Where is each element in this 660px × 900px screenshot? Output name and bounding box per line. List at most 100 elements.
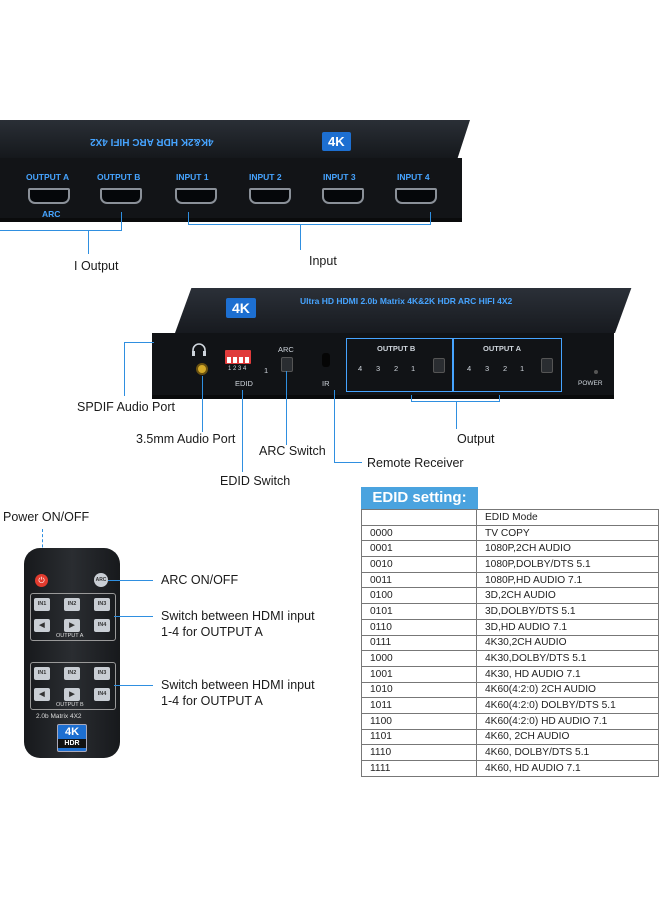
remote-receiver-callout-hline xyxy=(334,462,362,463)
hdmi-port-output-a xyxy=(28,188,70,204)
remote-b-in4-button[interactable]: IN4 xyxy=(94,688,110,701)
hdmi-port-input-2 xyxy=(249,188,291,204)
remote-a-in2-button[interactable]: IN2 xyxy=(64,598,80,611)
audio35-callout-line xyxy=(202,376,203,432)
remote-b-in3-button[interactable]: IN3 xyxy=(94,667,110,680)
audio-jack-port xyxy=(196,363,208,375)
headphone-icon xyxy=(192,343,206,356)
switch-a-callout-line1: Switch between HDMI input xyxy=(161,609,315,623)
arc-switch-label: ARC xyxy=(278,345,294,354)
switch-b-callout-line xyxy=(114,685,153,686)
port-label-input-2: INPUT 2 xyxy=(249,172,282,182)
remote-b-right-arrow-icon[interactable]: ▶ xyxy=(64,688,80,701)
out-b-port-3: 3 xyxy=(376,364,381,373)
out-a-port-3: 3 xyxy=(485,364,490,373)
edid-switch-callout-line xyxy=(242,390,243,472)
edid-code-cell: 0100 xyxy=(361,587,477,605)
remote-b-left-arrow-icon[interactable]: ◀ xyxy=(34,688,50,701)
edid-header-code xyxy=(361,509,477,526)
arc-switch-button xyxy=(281,357,293,372)
edid-code-cell: 0110 xyxy=(361,618,477,636)
hdmi-port-input-3 xyxy=(322,188,364,204)
remote-a-in1-button[interactable]: IN1 xyxy=(34,598,50,611)
edid-mode-cell: TV COPY xyxy=(476,524,659,542)
edid-header-mode: EDID Mode xyxy=(476,509,659,526)
output-callout-bracket xyxy=(411,401,500,402)
edid-code-cell: 1100 xyxy=(361,712,477,730)
output-bracket-tick-left xyxy=(411,395,412,402)
edid-mode-cell: 1080P,DOLBY/DTS 5.1 xyxy=(476,556,659,573)
port-label-input-4: INPUT 4 xyxy=(397,172,430,182)
input-callout: Input xyxy=(309,254,337,268)
dip-numbers: 1 2 3 4 xyxy=(228,366,247,372)
edid-mode-cell: 4K60(4:2:0) HD AUDIO 7.1 xyxy=(476,712,659,730)
edid-code-cell: 1011 xyxy=(361,697,477,714)
port-label-output-a: OUTPUT A xyxy=(26,172,70,182)
input-callout-vline xyxy=(300,224,301,250)
remote-a-left-arrow-icon[interactable]: ◀ xyxy=(34,619,50,632)
output-callout-tick xyxy=(121,212,122,231)
ir-label: IR xyxy=(322,379,330,388)
audio35-callout: 3.5mm Audio Port xyxy=(136,432,236,446)
arc-onoff-callout-line xyxy=(108,580,153,581)
out-a-port-4: 4 xyxy=(467,364,472,373)
remote-a-in3-button[interactable]: IN3 xyxy=(94,598,110,611)
edid-mode-cell: 4K30,2CH AUDIO xyxy=(476,634,659,652)
remote-group-output-b xyxy=(30,662,116,710)
edid-code-cell: 0010 xyxy=(361,556,477,573)
top-device-4k-badge: 4K xyxy=(322,132,351,151)
edid-switch-callout: EDID Switch xyxy=(220,474,291,488)
port-label-input-3: INPUT 3 xyxy=(323,172,356,182)
remote-receiver-callout: Remote Receiver xyxy=(367,456,464,470)
output-callout-vline2 xyxy=(456,401,457,429)
input-callout-hline xyxy=(188,224,431,225)
switch-b-callout-line2: 1-4 for OUTPUT A xyxy=(161,694,263,708)
edid-mode-cell: 4K30,DOLBY/DTS 5.1 xyxy=(476,650,659,667)
output-callout-2: Output xyxy=(457,432,495,446)
remote-b-in1-button[interactable]: IN1 xyxy=(34,667,50,680)
output-callout-vline xyxy=(88,230,89,254)
output-bracket-tick-right xyxy=(499,395,500,402)
input-callout-tick-right xyxy=(430,212,431,225)
output-b-label: OUTPUT B xyxy=(377,344,416,353)
top-device-logo-text: 4K&2K HDR ARC HIFI 4X2 xyxy=(90,136,214,147)
remote-receiver-callout-vline xyxy=(334,390,335,462)
remote-arc-button[interactable]: ARC xyxy=(94,573,108,587)
remote-group-a-label: OUTPUT A xyxy=(56,633,84,639)
arc-onoff-callout: ARC ON/OFF xyxy=(161,573,239,587)
edid-mode-cell: 4K60, HD AUDIO 7.1 xyxy=(476,760,659,777)
top-device-lid xyxy=(0,120,471,158)
out-b-port-1: 1 xyxy=(411,364,416,373)
edid-code-cell: 0101 xyxy=(361,603,477,620)
power-onoff-callout: Power ON/OFF xyxy=(3,510,90,524)
hdmi-port-input-4 xyxy=(395,188,437,204)
remote-b-in2-button[interactable]: IN2 xyxy=(64,667,80,680)
remote-a-right-arrow-icon[interactable]: ▶ xyxy=(64,619,80,632)
edid-code-cell: 1101 xyxy=(361,728,477,746)
edid-mode-cell: 4K60(4:2:0) 2CH AUDIO xyxy=(476,681,659,699)
remote-4k-badge-text: 4K xyxy=(64,726,80,738)
remote-a-in4-button[interactable]: IN4 xyxy=(94,619,110,632)
remote-power-button[interactable]: ⏻ xyxy=(35,574,48,587)
out-a-port-1: 1 xyxy=(520,364,525,373)
edid-mode-cell: 4K60(4:2:0) DOLBY/DTS 5.1 xyxy=(476,697,659,714)
edid-code-cell: 0111 xyxy=(361,634,477,652)
edid-code-cell: 0011 xyxy=(361,571,477,589)
output-a-label: OUTPUT A xyxy=(483,344,522,353)
middle-device-4k-badge: 4K xyxy=(226,298,256,318)
spdif-callout-vline xyxy=(124,342,125,396)
remote-4k-badge: 4K HDR xyxy=(57,724,87,752)
edid-label: EDID xyxy=(235,379,253,388)
top-device-front xyxy=(0,158,462,222)
edid-mode-cell: 1080P,2CH AUDIO xyxy=(476,540,659,558)
